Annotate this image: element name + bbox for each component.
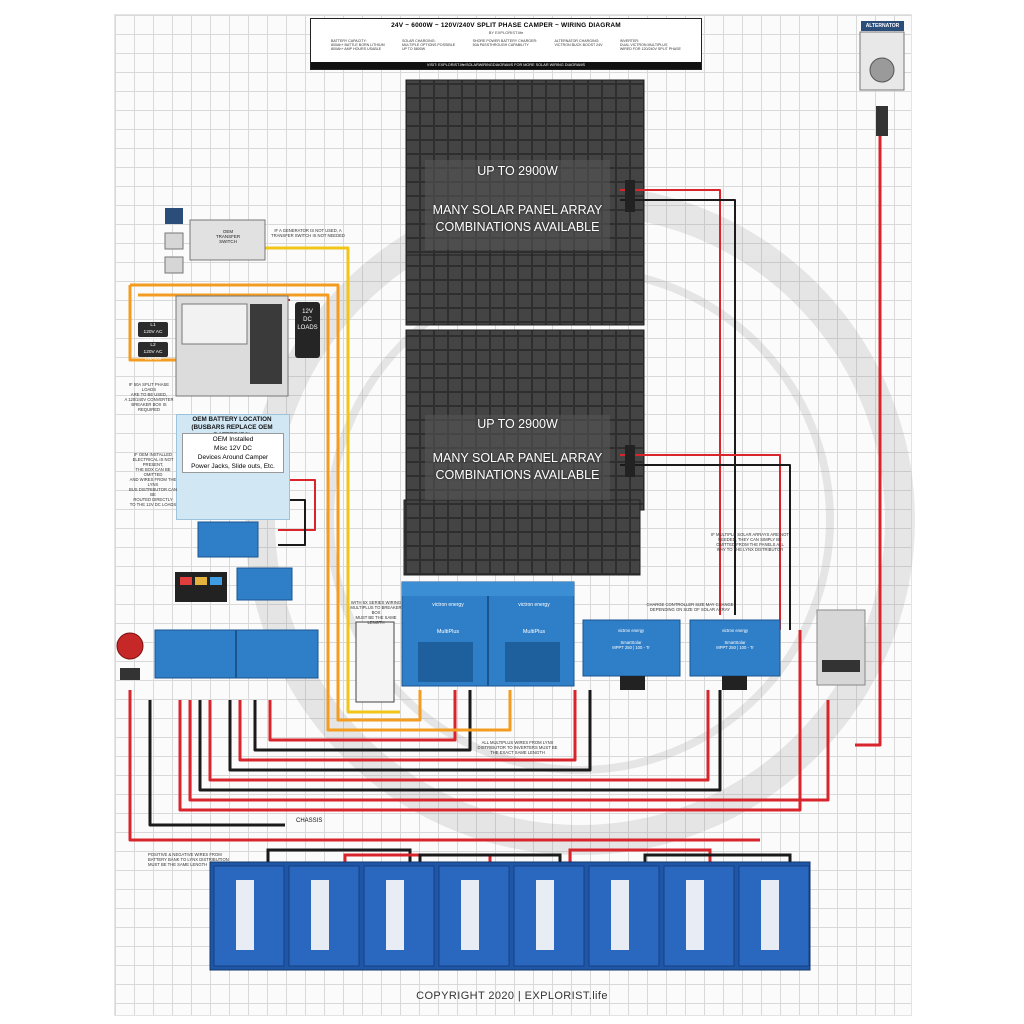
battery-bank	[209, 861, 811, 971]
ac-orange-3	[128, 285, 178, 362]
alternator-label: ALTERNATOR	[861, 21, 904, 31]
solar-feed-lower	[620, 454, 781, 630]
spec-solar: SOLAR CHARGING: MULTIPLE OPTIONS POSSIBL…	[401, 39, 456, 51]
diagram-byline: BY EXPLORIST.life	[488, 30, 524, 35]
spec-alternator: ALTERNATOR CHARGING: VICTRON BUCK BOOST …	[554, 39, 603, 47]
solar-feed-upper-neg	[620, 199, 736, 615]
alternator-positive-wire	[855, 120, 882, 747]
solar-combiner-lower	[625, 445, 635, 477]
solar-combiner-upper	[625, 180, 635, 212]
solar-upper-watts: UP TO 2900W	[477, 164, 558, 178]
cerbo-display	[175, 572, 227, 602]
mppt-1-model: SmartSolar MPPT 250 | 100 - Tr	[612, 640, 650, 650]
solar-upper-line1: MANY SOLAR PANEL ARRAY	[432, 203, 603, 217]
lynx-note: ALL MULTIPLUS WIRES FROM LYNX DISTRIBUTO…	[477, 740, 558, 755]
alternator-device	[859, 31, 905, 136]
ac-yellow-1	[265, 246, 400, 714]
solar-feed-lower-neg	[620, 464, 791, 630]
charge-controller-note: CHARGE CONTROLLER SIZE MAY CHANGE DEPEND…	[646, 602, 734, 612]
split-phase-note: IF 50A SPLIT PHASE LOADS ARE TO BE USED,…	[124, 382, 174, 412]
battery-positive-bus	[128, 690, 760, 842]
ac-orange-2	[138, 293, 512, 732]
title-footer-link[interactable]: VISIT: EXPLORIST.life/SOLARWIRINGDIAGRAM…	[311, 62, 701, 69]
ac-breaker-panel	[175, 295, 289, 397]
lynx-to-solar-red-2	[188, 700, 830, 802]
buck-boost-converter	[816, 609, 866, 686]
solar-upper-line2: COMBINATIONS AVAILABLE	[435, 220, 600, 234]
mppt-1-brand: victron energy	[617, 628, 645, 633]
spec-columns: BATTERY CAPACITY: 800Ah+ BATTLE BORN LIT…	[311, 35, 701, 51]
blue-smart-charger	[197, 521, 259, 558]
multiple-arrays-note: IF MULTIPLE SOLAR ARRAYS ARE NOT NEEDED,…	[711, 532, 789, 552]
diagram-title: 24V ~ 6000W ~ 120V/240V SPLIT PHASE CAMP…	[391, 22, 621, 29]
lynx-to-solar-black-1	[198, 690, 722, 792]
title-block: 24V ~ 6000W ~ 120V/240V SPLIT PHASE CAMP…	[310, 18, 702, 70]
ac-orange-1	[130, 283, 422, 722]
ac-loads-l2: L2 120V AC LOADS	[138, 342, 168, 362]
dc-loads-label: 12V DC LOADS	[295, 302, 320, 358]
chassis-label: CHASSIS	[296, 818, 323, 824]
spec-inverter: INVERTER: DUAL VICTRON MULTIPLUS WIRED F…	[619, 39, 681, 51]
inverter-black-2	[253, 690, 472, 752]
lynx-distributor	[154, 629, 319, 679]
transfer-switch-label: OEM TRANSFER SWITCH	[215, 229, 241, 244]
inverter-2-brand: victron energy	[518, 602, 550, 608]
ac-loads-l1: L1 120V AC LOADS	[138, 322, 168, 342]
multiplus-inverters	[401, 581, 575, 687]
inverter-black-1	[228, 690, 592, 772]
battery-monitor	[236, 567, 293, 601]
solar-array-upper	[405, 79, 645, 326]
inverter-red-2	[268, 690, 457, 742]
transfer-switch-note: IF A GENERATOR IS NOT USED, A TRANSFER S…	[271, 228, 345, 238]
solar-lower-watts: UP TO 2900W	[477, 417, 558, 431]
oem-battery-desc: OEM Installed Misc 12V DC Devices Around…	[182, 433, 284, 473]
spec-shore: SHORE POWER BATTERY CHARGER: 50A PASSTHR…	[472, 39, 538, 47]
spec-battery: BATTERY CAPACITY: 800Ah+ BATTLE BORN LIT…	[331, 39, 385, 51]
solar-lower-line1: MANY SOLAR PANEL ARRAY	[432, 451, 603, 465]
mppt-charge-controllers	[582, 619, 781, 690]
inverter-red-1	[238, 690, 577, 762]
battery-bank-note: POSITIVE & NEGATIVE WIRES FROM BATTERY B…	[148, 852, 229, 867]
transfer-switch-box	[164, 208, 266, 274]
mppt-2-brand: victron energy	[721, 628, 749, 633]
lynx-to-solar-red-1	[178, 630, 802, 812]
solar-array-lower	[403, 329, 645, 576]
ac-distribution-box	[355, 621, 395, 703]
oem-busbar-note: IF OEM INSTALLED ELECTRICAL IS NOT PRESE…	[128, 452, 178, 507]
battery-negative-bus	[148, 700, 285, 827]
inverter-1-model: MultiPlus	[436, 629, 460, 635]
lynx-to-solar-red-3	[208, 690, 710, 782]
solar-lower-line2: COMBINATIONS AVAILABLE	[435, 468, 600, 482]
inverter-2-model: MultiPlus	[522, 629, 546, 635]
copyright-footer: COPYRIGHT 2020 | EXPLORIST.life	[416, 990, 608, 1002]
solar-feed-upper	[620, 189, 721, 615]
inverter-1-brand: victron energy	[432, 602, 464, 608]
multiplus-note: WITH 6X SERIES WIRING MULTIPLUS TO BREAK…	[350, 600, 402, 625]
battery-disconnect-switch	[116, 632, 144, 680]
mppt-2-model: SmartSolar MPPT 250 | 100 - Tr	[716, 640, 754, 650]
